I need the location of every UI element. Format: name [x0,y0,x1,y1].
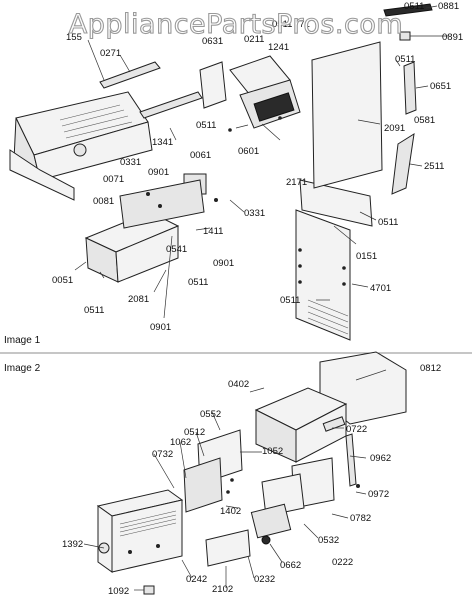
leader-lines [74,5,448,591]
callout: 771 [294,19,310,30]
bracket-0081 [119,179,205,229]
callout: 2091 [384,123,405,134]
bar-0962 [345,433,357,487]
callout: 0511 [84,305,104,316]
ice-bucket [9,91,153,201]
top-bracket-0881 [383,3,433,17]
callout: 155 [66,32,82,43]
bracket-0631 [199,61,227,109]
callout: 0511 [196,120,216,131]
callout: 2102 [212,584,233,595]
callout: 2511 [424,161,444,172]
callout: 0962 [370,453,391,464]
image2-parts [96,351,407,595]
chute-0402 [254,387,348,463]
callout: 0662 [280,560,301,571]
callout: 1052 [262,446,283,457]
callout: 0722 [346,424,367,435]
bezel-0242 [96,489,184,573]
hinge-0651 [403,61,417,115]
callout: 0651 [430,81,451,92]
callout: 0541 [166,244,187,255]
callout: 0071 [103,174,124,185]
callout: 2081 [128,294,149,305]
callout: 4701 [370,283,391,294]
callout: 0222 [332,557,353,568]
callout: 1241 [268,42,289,53]
callout: 0901 [150,322,171,333]
callout: 0732 [152,449,173,460]
bar-1341 [139,91,203,119]
callout: 0511 [395,54,415,65]
callout: 1062 [170,437,191,448]
callout: 0601 [238,146,259,157]
callout: 0081 [93,196,114,207]
callout: 0271 [100,48,121,59]
door-1062 [183,457,223,513]
back-wall [311,41,383,189]
callout: 0511 [272,19,292,30]
callout: 0901 [148,167,169,178]
strip-2511 [391,133,415,195]
callout: 0581 [414,115,435,126]
callout: 0512 [184,427,205,438]
image2-callouts: 0812 0402 0722 0552 0512 1062 0732 1052 … [62,363,441,597]
callout: 0511 [280,295,300,306]
rear-panel-4701 [295,209,351,341]
callout: 0151 [356,251,377,262]
callout: 1341 [152,137,173,148]
callout: 1092 [108,586,129,597]
callout: 0211 [244,34,264,45]
callout: 0511 [188,277,208,288]
ice-maker [229,55,301,129]
callout: 0051 [52,275,73,286]
callout: 0331 [244,208,265,219]
screws [146,116,346,286]
section-label-image-1: Image 1 [4,335,41,346]
callout: 0402 [228,379,249,390]
callout: 0532 [318,535,339,546]
image1-parts [9,3,433,341]
callout: 0232 [254,574,275,585]
solenoid-0532 [261,473,305,517]
callout: 0891 [442,32,463,43]
callout: 0631 [202,36,223,47]
callout: 0881 [438,1,459,12]
callout: 1411 [203,226,223,237]
callout: 0511 [378,217,398,228]
callout: 0812 [420,363,441,374]
callout: 0511 [404,1,424,12]
callout: 1402 [220,506,241,517]
watermark: AppliancePartsPros.com [69,9,403,40]
callout: 1392 [62,539,83,550]
section-label-image-2: Image 2 [4,363,41,374]
callout: 0782 [350,513,371,524]
callout: 0901 [213,258,234,269]
duct-0151 [299,179,373,227]
gear-0662 [261,535,271,545]
callout: 2171 [286,177,307,188]
callout: 0972 [368,489,389,500]
lever-2102 [205,529,251,567]
motor-0222 [250,503,292,539]
callout: 0331 [120,157,141,168]
clip-1092 [143,585,155,595]
callout: 0552 [200,409,221,420]
callout: 0061 [190,150,211,161]
callout: 0242 [186,574,207,585]
bracket-0271 [99,61,161,89]
image1-callouts: 0511 0881 0891 155 0271 0631 0211 0511 1… [52,1,463,333]
